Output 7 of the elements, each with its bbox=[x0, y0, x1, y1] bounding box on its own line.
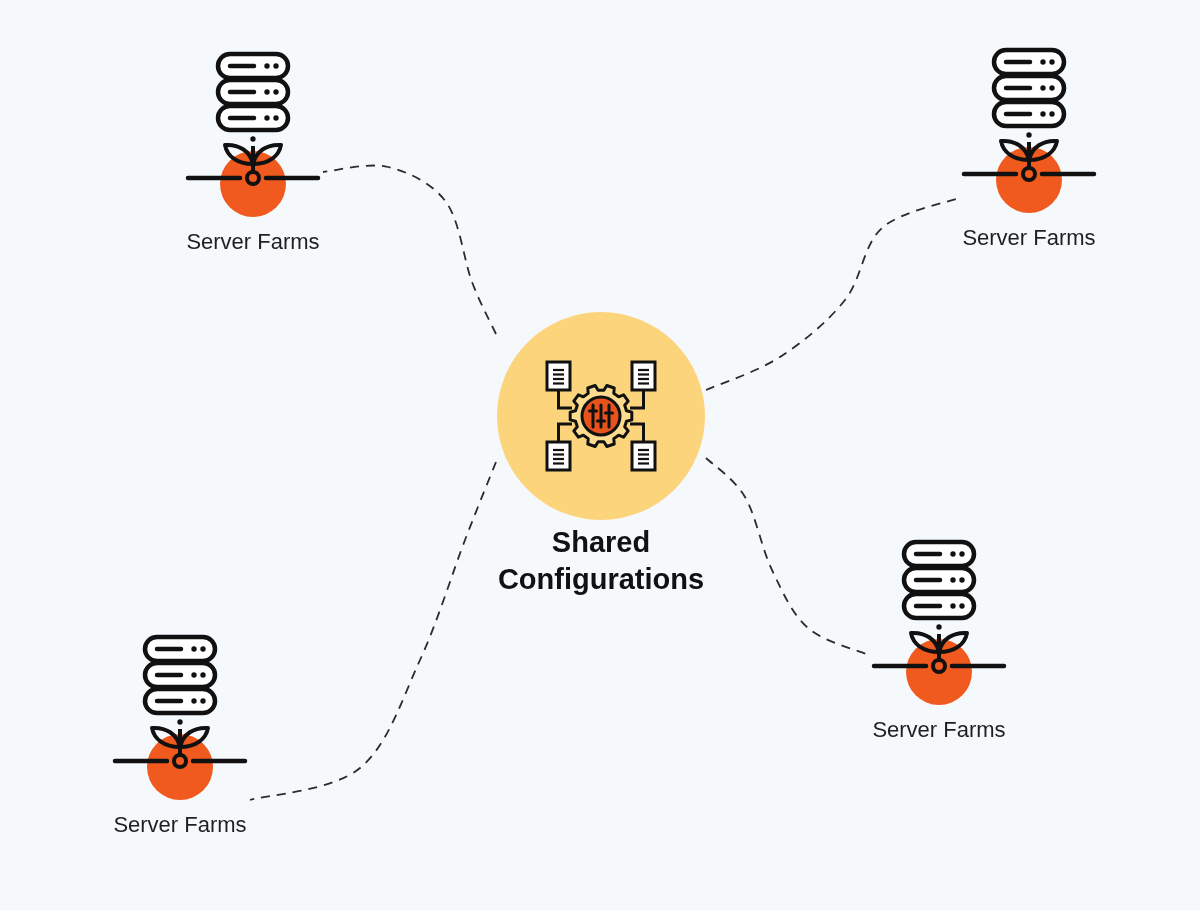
node-label: Server Farms bbox=[962, 226, 1096, 250]
node-label: Shared Configurations bbox=[496, 525, 706, 597]
connector-line bbox=[322, 164, 497, 335]
node-label: Server Farms bbox=[186, 230, 320, 254]
node-label: Server Farms bbox=[872, 718, 1006, 742]
connector-line bbox=[249, 461, 497, 801]
node-label: Server Farms bbox=[113, 813, 247, 837]
